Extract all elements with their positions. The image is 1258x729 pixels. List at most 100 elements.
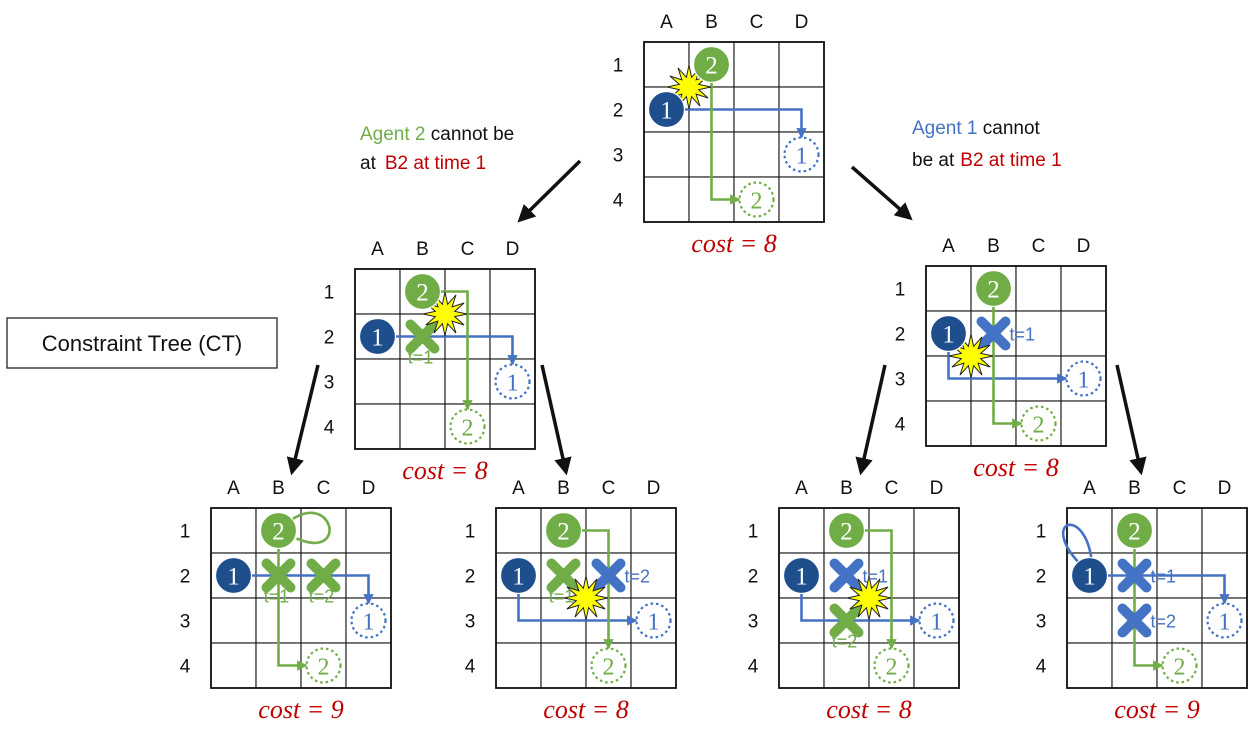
row-label: 4: [895, 415, 906, 436]
goal-2-marker: [305, 647, 342, 684]
agent-1-start: [214, 556, 253, 595]
grid-border: [495, 507, 677, 689]
grid-cell: [925, 265, 972, 312]
goal-1-marker: [635, 602, 672, 639]
agent-1-label: 1: [512, 564, 525, 591]
ct-label-text: Constraint Tree (CT): [42, 331, 243, 356]
agent-1-label: 1: [371, 325, 384, 352]
column-label: C: [750, 12, 764, 33]
grid-cell: [210, 507, 257, 554]
grid-cell: [778, 41, 825, 88]
ct-label-frame: [6, 317, 278, 369]
agent-2-start: [692, 45, 731, 84]
column-label: B: [272, 478, 285, 499]
column-label: C: [602, 478, 616, 499]
column-label: D: [795, 12, 809, 33]
goal-1-label: 1: [648, 610, 660, 636]
edge-left-ll: [286, 364, 320, 476]
edge-label-left-rest: cannot be: [426, 124, 515, 145]
wait-loop: [289, 511, 331, 545]
column-label: D: [1077, 236, 1091, 257]
column-label: A: [1083, 478, 1096, 499]
grid-cell: [210, 597, 257, 644]
time-label: t=1: [549, 587, 575, 607]
grid-cell: [495, 642, 542, 689]
row-label: 2: [324, 328, 335, 349]
time-label: t=1: [1010, 325, 1036, 345]
grid-cell: [1201, 642, 1248, 689]
row-label: 1: [1036, 522, 1047, 543]
grid-cell: [1066, 597, 1113, 644]
column-label: A: [795, 478, 808, 499]
grid-cell: [913, 552, 960, 599]
grid-cell: [913, 507, 960, 554]
goal-1-marker: [494, 363, 531, 400]
agent-1-label: 1: [795, 564, 808, 591]
agent-1-start: [358, 317, 397, 356]
goal-2-marker: [1020, 405, 1057, 442]
grid-cell: [913, 642, 960, 689]
grid-cell: [643, 176, 690, 223]
goal-2-label: 2: [1174, 655, 1186, 681]
grid-border: [643, 41, 825, 223]
grid-cell: [354, 268, 401, 315]
row-label: 1: [180, 522, 191, 543]
agent-2-label: 2: [705, 53, 718, 80]
column-label: B: [705, 12, 718, 33]
edge-label-right-agent: Agent 1: [912, 118, 978, 139]
goal-2-label: 2: [886, 655, 898, 681]
grid-cell: [1015, 265, 1062, 312]
goal-2-label: 2: [462, 416, 474, 442]
row-label: 2: [1036, 567, 1047, 588]
ct-label-box: Constraint Tree (CT): [6, 317, 278, 369]
node-cost: cost = 9: [258, 695, 343, 724]
grid-cell: [630, 507, 677, 554]
constraint-x-icon: [261, 558, 296, 593]
edge-label-left-prefix: at: [360, 153, 377, 174]
grid-cell: [495, 507, 542, 554]
column-label: C: [1173, 478, 1187, 499]
column-label: D: [930, 478, 944, 499]
column-label: B: [557, 478, 570, 499]
grid-cell: [210, 642, 257, 689]
goal-2-label: 2: [1033, 413, 1045, 439]
grid-cell: [733, 41, 780, 88]
grid-border: [210, 507, 392, 689]
agent-1-label: 1: [227, 564, 240, 591]
row-label: 3: [1036, 612, 1047, 633]
column-label: A: [227, 478, 240, 499]
column-label: B: [416, 239, 429, 260]
row-label: 4: [748, 657, 759, 678]
column-label: D: [647, 478, 661, 499]
grid-cell: [1156, 507, 1203, 554]
goal-2-marker: [590, 647, 627, 684]
time-label: t=1: [264, 587, 290, 607]
node-cost: cost = 8: [826, 695, 911, 724]
edge-label-right-prefix: be at: [912, 150, 955, 171]
row-label: 2: [748, 567, 759, 588]
row-label: 2: [180, 567, 191, 588]
agent-2-start: [1115, 511, 1154, 550]
constraint-x-icon: [1117, 558, 1152, 593]
row-label: 4: [180, 657, 191, 678]
node-cost: cost = 9: [1114, 695, 1199, 724]
column-label: C: [317, 478, 331, 499]
node-cost: cost = 8: [973, 453, 1058, 482]
column-label: B: [840, 478, 853, 499]
agent-1-label: 1: [660, 98, 673, 125]
agent-2-start: [827, 511, 866, 550]
goal-1-label: 1: [796, 144, 808, 170]
grid-border: [925, 265, 1107, 447]
goal-1-label: 1: [1219, 610, 1231, 636]
grid-cell: [643, 131, 690, 178]
agent-2-start: [259, 511, 298, 550]
constraint-x-icon: [829, 603, 864, 638]
agent-1-start: [647, 90, 686, 129]
goal-2-label: 2: [751, 189, 763, 215]
column-label: B: [987, 236, 1000, 257]
row-label: 4: [1036, 657, 1047, 678]
column-label: A: [371, 239, 384, 260]
agent-2-path: [710, 64, 741, 205]
